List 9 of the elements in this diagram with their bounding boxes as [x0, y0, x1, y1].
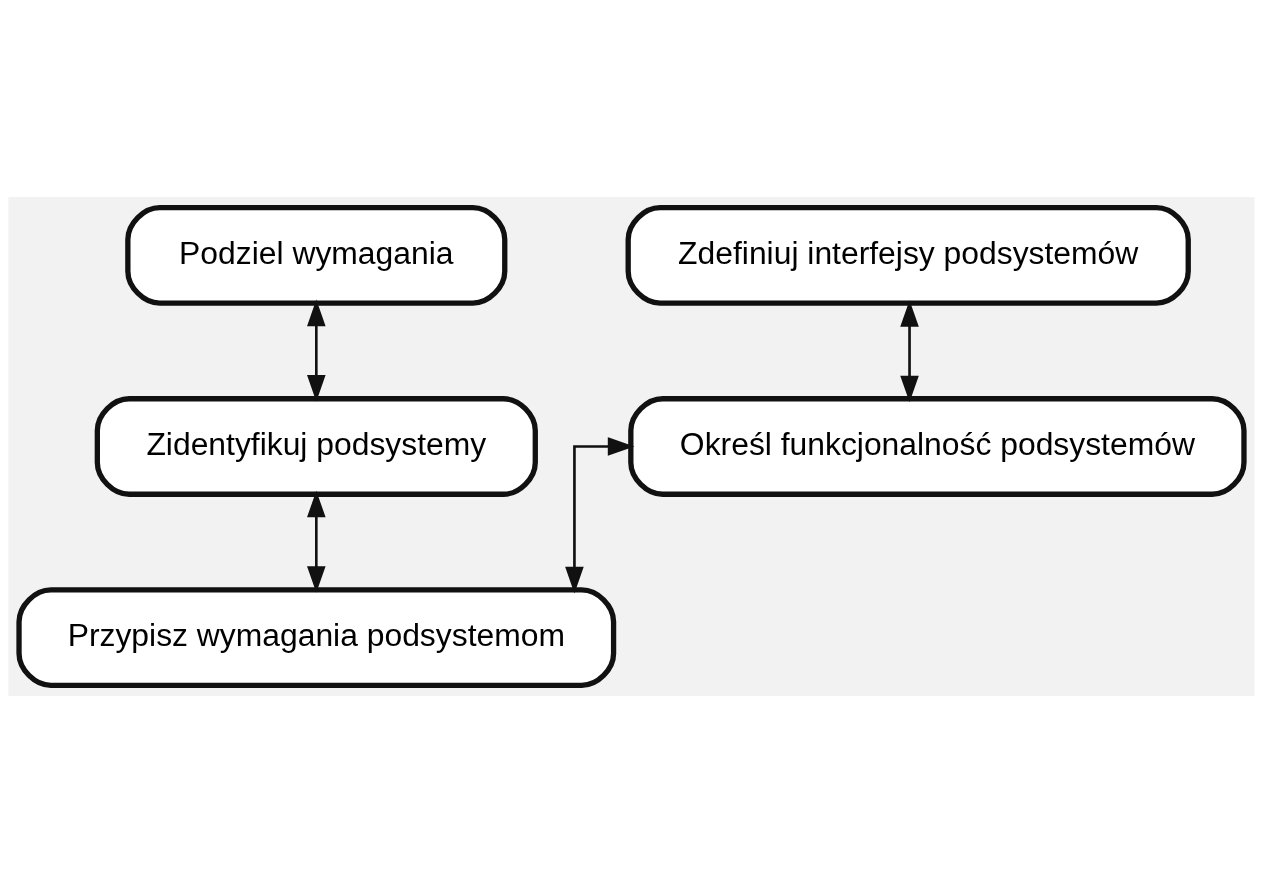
- node-box: Zidentyfikuj podsystemy: [94, 396, 538, 497]
- node-box: Przypisz wymagania podsystemom: [16, 587, 617, 689]
- arrow: [307, 490, 326, 593]
- node-box: Podziel wymagania: [125, 204, 508, 306]
- node-box: Określ funkcjonalność podsystemów: [628, 396, 1247, 497]
- arrow: [900, 300, 919, 403]
- arrow: [565, 437, 635, 594]
- node-box: Zdefiniuj interfejsy podsystemów: [625, 204, 1191, 306]
- arrow: [307, 299, 326, 402]
